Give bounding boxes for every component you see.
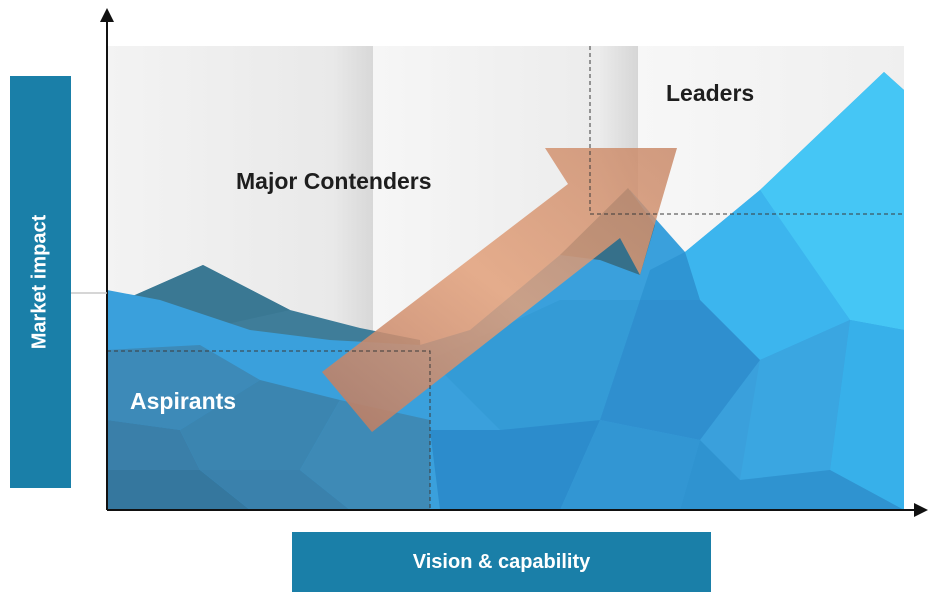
- x-axis-label: Vision & capability: [412, 550, 591, 573]
- diagonal-arrow-icon: [322, 148, 677, 432]
- quadrant-label-leaders: Leaders: [666, 80, 755, 106]
- arrow-up-icon: [100, 8, 114, 22]
- axes: [100, 8, 928, 517]
- quadrant-label-major-contenders: Major Contenders: [236, 168, 432, 194]
- arrow-right-icon: [914, 503, 928, 517]
- y-axis-label: Market impact: [28, 214, 51, 350]
- quadrant-label-aspirants: Aspirants: [130, 388, 237, 414]
- quadrant-boundaries: [107, 46, 904, 510]
- y-axis-label-box: [10, 76, 71, 488]
- x-axis-label-box: Vision & capability: [292, 532, 711, 592]
